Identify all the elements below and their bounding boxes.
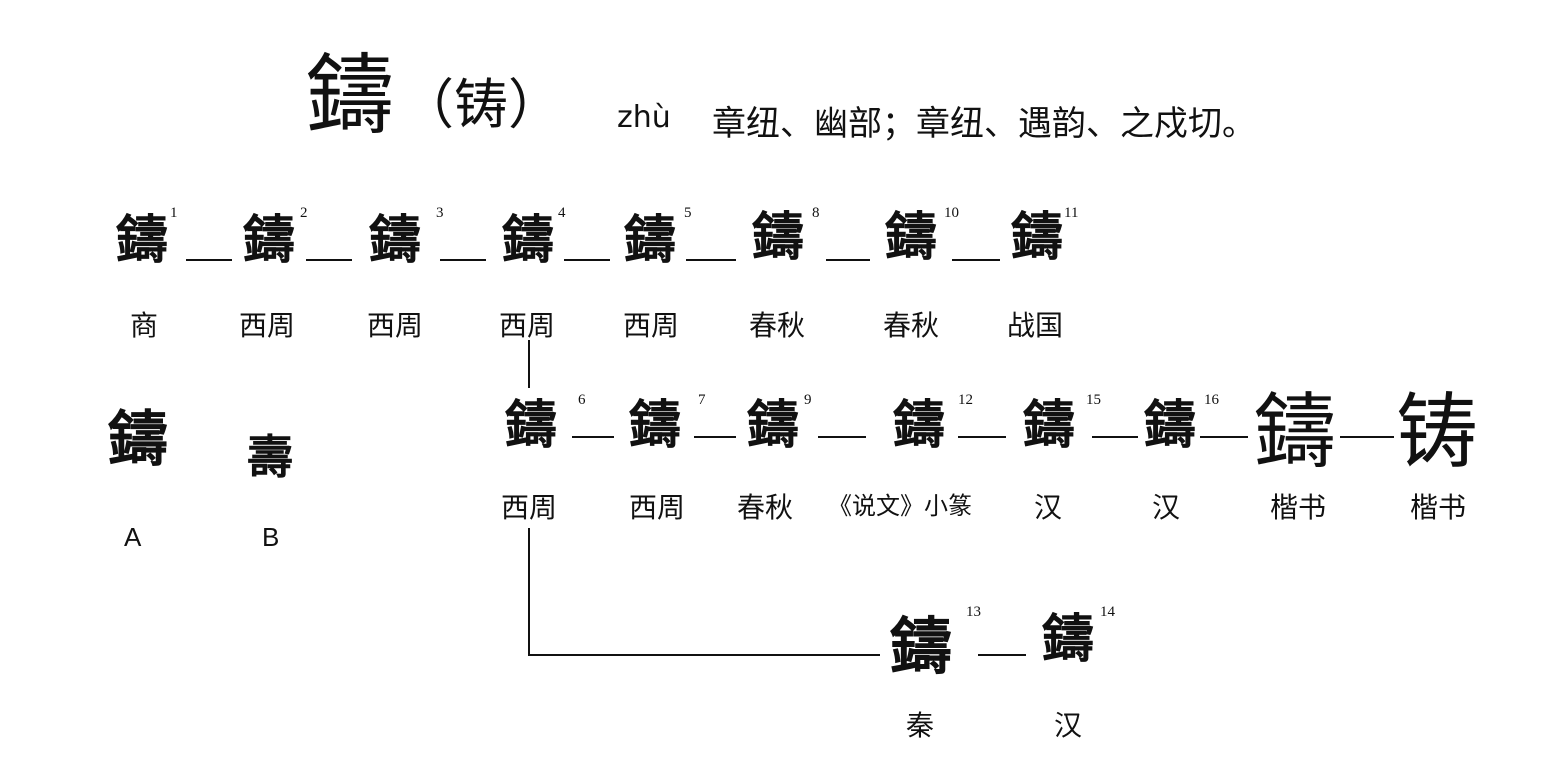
era-label: 楷书 — [1269, 491, 1326, 524]
source-number: 7 — [698, 392, 706, 408]
source-number: 2 — [300, 205, 308, 221]
pinyin: zhù — [617, 100, 671, 135]
head-character: 鑄 — [306, 44, 395, 147]
era-label: 战国 — [1006, 309, 1063, 342]
phonology-note: 章纽、幽部；章纽、遇韵、之戍切。 — [712, 104, 1256, 144]
glyph-8: 鑄 — [751, 207, 804, 268]
glyph-9: 鑄 — [746, 395, 799, 456]
simplified-character: （铸） — [400, 73, 562, 136]
era-label: 汉 — [1033, 491, 1062, 524]
source-number: 8 — [812, 205, 820, 221]
source-number: 11 — [1064, 205, 1079, 221]
source-number: 1 — [170, 205, 178, 221]
source-number: 15 — [1086, 392, 1101, 408]
glyph-10: 鑄 — [884, 207, 937, 268]
glyph-2: 鑄 — [242, 210, 295, 271]
glyph-kaishu-simplified: 铸 — [1395, 385, 1478, 480]
glyph-13: 鑄 — [889, 610, 952, 683]
source-number: 10 — [944, 205, 959, 221]
era-label: 西周 — [622, 309, 679, 342]
era-label: 西周 — [500, 491, 557, 524]
era-label: 《说文》小篆 — [828, 492, 972, 520]
source-number: 6 — [578, 392, 586, 408]
era-label: 春秋 — [736, 491, 793, 524]
glyph-15: 鑄 — [1022, 395, 1075, 456]
era-label: 汉 — [1151, 491, 1180, 524]
glyph-7: 鑄 — [628, 395, 681, 456]
glyph-3: 鑄 — [368, 210, 421, 271]
era-label: 春秋 — [748, 309, 805, 342]
component-b-label: B — [262, 522, 280, 552]
source-number: 4 — [558, 205, 566, 221]
glyph-5: 鑄 — [623, 210, 676, 271]
glyph-1: 鑄 — [115, 210, 168, 271]
era-label: 秦 — [905, 709, 934, 742]
glyph-12: 鑄 — [892, 395, 945, 456]
era-label: 春秋 — [882, 309, 939, 342]
source-number: 14 — [1100, 604, 1115, 620]
source-number: 5 — [684, 205, 692, 221]
glyph-kaishu-traditional: 鑄 — [1253, 385, 1336, 480]
era-label: 汉 — [1053, 709, 1082, 742]
connector — [528, 528, 880, 656]
source-number: 16 — [1204, 392, 1219, 408]
component-a-glyph: 鑄 — [108, 405, 168, 475]
era-label: 西周 — [366, 309, 423, 342]
era-label: 西周 — [628, 491, 685, 524]
source-number: 12 — [958, 392, 973, 408]
era-label: 商 — [129, 309, 158, 342]
glyph-4: 鑄 — [501, 210, 554, 271]
era-label: 楷书 — [1409, 491, 1466, 524]
source-number: 13 — [966, 604, 981, 620]
glyph-16: 鑄 — [1143, 395, 1196, 456]
glyph-14: 鑄 — [1041, 609, 1094, 670]
source-number: 3 — [436, 205, 444, 221]
era-label: 西周 — [238, 309, 295, 342]
component-a-label: A — [124, 522, 142, 552]
source-number: 9 — [804, 392, 812, 408]
component-b-glyph: 壽 — [247, 430, 293, 484]
era-label: 西周 — [498, 309, 555, 342]
glyph-6: 鑄 — [504, 395, 557, 456]
glyph-11: 鑄 — [1010, 207, 1063, 268]
